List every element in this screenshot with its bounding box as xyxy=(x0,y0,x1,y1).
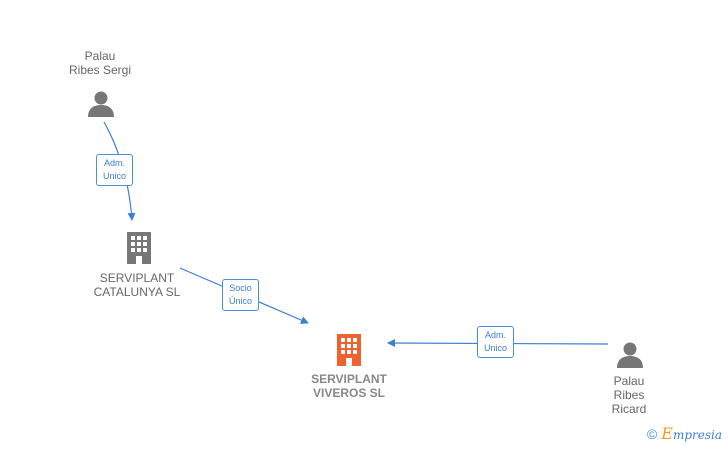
brand-watermark: © Empresia xyxy=(647,424,722,444)
person-icon[interactable] xyxy=(87,89,115,117)
copyright-icon: © xyxy=(646,426,658,442)
edge-label-socio-unico: Socio Único xyxy=(222,279,260,311)
main-building-icon[interactable] xyxy=(334,332,364,366)
person-ricard-label: Palau Ribes Ricard xyxy=(611,374,647,416)
building-icon[interactable] xyxy=(124,230,154,264)
brand-initial: E xyxy=(661,424,673,443)
company-viveros-label: SERVIPLANT VIVEROS SL xyxy=(311,372,387,400)
company-catalunya-label: SERVIPLANT CATALUNYA SL xyxy=(93,271,181,299)
edge-label-adm-unico: Adm. Unico xyxy=(477,326,515,358)
brand-name: mpresia xyxy=(672,428,722,442)
person-icon[interactable] xyxy=(616,340,644,368)
edge-label-adm-unico: Adm. Unico xyxy=(96,154,134,186)
person-sergi-label: Palau Ribes Sergi xyxy=(68,49,132,77)
